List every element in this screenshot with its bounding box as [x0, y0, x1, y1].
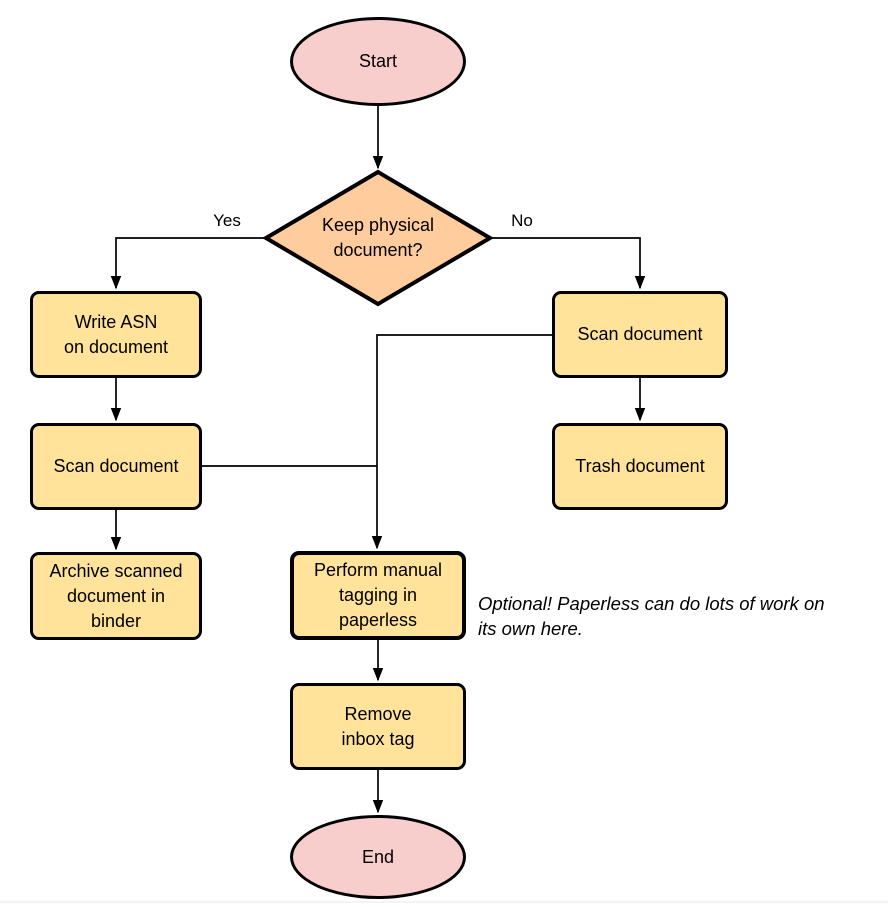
node-end-label: End: [361, 846, 395, 867]
node-remove-inbox-tag-label: Remove inbox tag: [341, 703, 415, 749]
node-end: End: [290, 815, 466, 899]
node-start: Start: [290, 17, 466, 106]
node-trash-document: Trash document: [552, 423, 728, 510]
edge-decision-no: [491, 237, 640, 288]
edge-label-no: No: [511, 211, 533, 230]
edge-label-yes: Yes: [213, 211, 241, 230]
node-start-label: Start: [358, 51, 397, 71]
node-write-asn: Write ASN on document: [30, 291, 202, 378]
node-scan-document-right-label: Scan document: [577, 324, 703, 344]
node-decision-label: Keep physical document?: [321, 215, 435, 260]
node-manual-tagging-label: Perform manual tagging in paperless: [313, 560, 443, 630]
edge-scanright-to-tagging: [377, 334, 552, 548]
node-manual-tagging: Perform manual tagging in paperless: [290, 551, 466, 640]
edge-decision-yes: [116, 237, 265, 288]
bottom-edge-line: [0, 901, 888, 903]
node-scan-document-right: Scan document: [552, 291, 728, 378]
node-trash-document-label: Trash document: [575, 456, 705, 476]
decision-diamond-shape: [262, 169, 494, 307]
node-write-asn-label: Write ASN on document: [63, 311, 169, 357]
node-archive-binder-label: Archive scanned document in binder: [49, 560, 183, 631]
annotation-optional-note: Optional! Paperless can do lots of work …: [478, 593, 825, 639]
node-archive-binder: Archive scanned document in binder: [30, 552, 202, 640]
node-scan-document-left-label: Scan document: [53, 456, 179, 476]
node-remove-inbox-tag: Remove inbox tag: [290, 683, 466, 770]
node-scan-document-left: Scan document: [30, 423, 202, 510]
